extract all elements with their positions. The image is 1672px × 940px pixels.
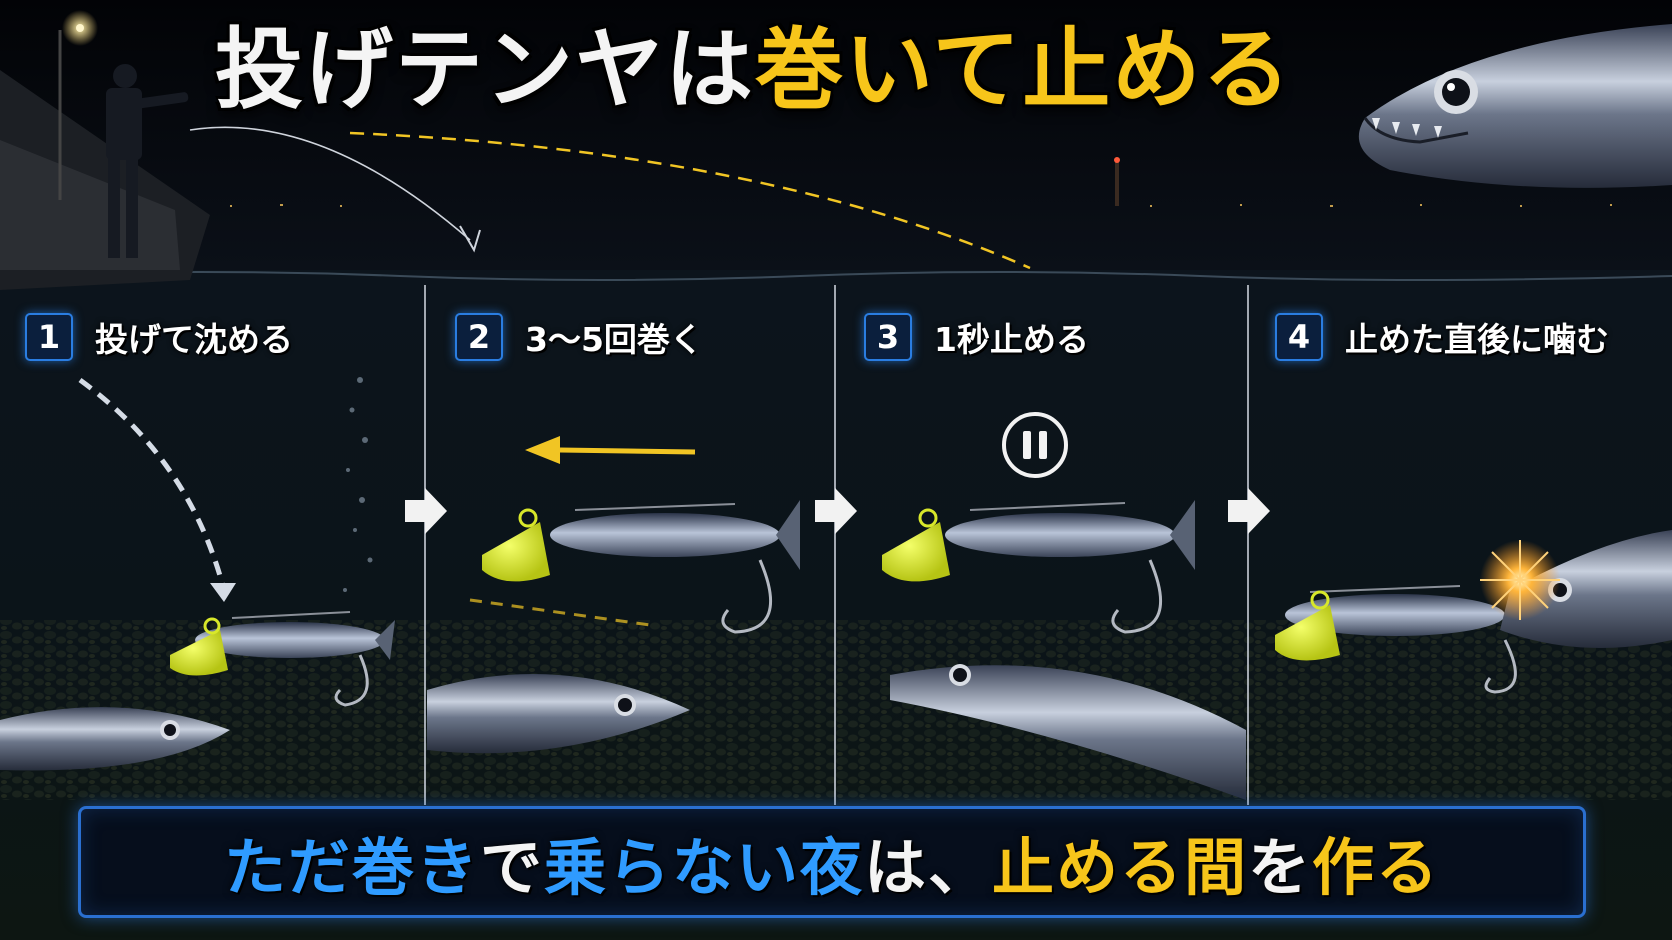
caption-part-7: 作る [1312,831,1441,904]
title-part-yellow: 巻いて止める [755,18,1293,121]
caption-part-2: で [479,831,544,904]
caption-part-3: 乗らない夜 [543,831,864,904]
page-title: 投げテンヤは巻いて止める [215,12,1292,127]
right-arrow-icon [405,488,447,534]
title-part-white: 投げテンヤは [215,18,756,121]
caption-part-4: は、 [863,831,992,904]
step-4-label: 止めた直後に噛む [1345,320,1609,359]
step-4-header: 4 止めた直後に噛む [1275,312,1609,362]
pause-icon [1002,412,1068,478]
step-3-label: 1秒止める [934,320,1089,359]
caption-part-5: 止める間 [992,831,1249,904]
step-4-badge: 4 [1275,313,1323,361]
caption-part-1: ただ巻き [223,831,480,904]
step-1-badge: 1 [25,313,73,361]
step-2-badge: 2 [455,313,503,361]
step-2-label: 3〜5回巻く [525,320,703,359]
step-1-label: 投げて沈める [95,320,293,359]
step-2-header: 2 3〜5回巻く [455,312,703,362]
bottom-caption-box: ただ巻きで乗らない夜は、止める間を作る [78,806,1586,918]
right-arrow-icon [1228,488,1270,534]
step-1-header: 1 投げて沈める [25,312,293,362]
step-3-badge: 3 [864,313,912,361]
right-arrow-icon [815,488,857,534]
caption-part-6: を [1248,831,1313,904]
step-3-header: 3 1秒止める [864,312,1089,362]
